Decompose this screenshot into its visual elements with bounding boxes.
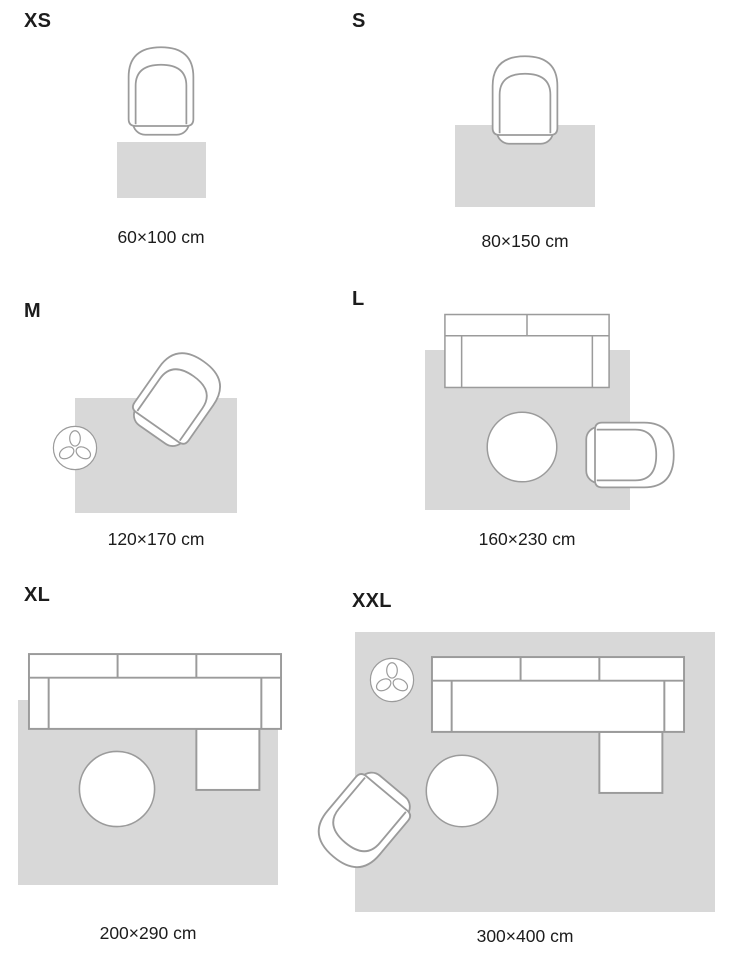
table-figure-xl: [77, 749, 157, 829]
size-label-xxl: XXL: [352, 590, 392, 612]
dimension-caption-xl: 200×290 cm: [99, 923, 197, 943]
plant-figure-xxl: [368, 656, 416, 704]
dimension-caption-xxl: 300×400 cm: [476, 926, 574, 946]
dimension-caption-l: 160×230 cm: [478, 529, 576, 549]
table-figure-l: [485, 410, 559, 484]
size-label-s: S: [352, 10, 366, 32]
size-label-xs: XS: [24, 10, 52, 32]
dimension-caption-xs: 60×100 cm: [117, 227, 205, 247]
size-label-l: L: [352, 288, 365, 310]
size-label-m: M: [24, 300, 41, 322]
armchair-figure-s: [481, 51, 569, 149]
sofa-figure-l: [443, 313, 611, 389]
rug-figure-xs: [117, 142, 206, 198]
dimension-caption-s: 80×150 cm: [481, 231, 569, 251]
size-label-xl: XL: [24, 584, 51, 606]
plant-figure-m: [51, 424, 99, 472]
armchair-figure-l: [581, 411, 679, 499]
table-figure-xxl: [424, 753, 500, 829]
armchair-figure-xs: [117, 42, 205, 140]
dimension-caption-m: 120×170 cm: [107, 529, 205, 549]
